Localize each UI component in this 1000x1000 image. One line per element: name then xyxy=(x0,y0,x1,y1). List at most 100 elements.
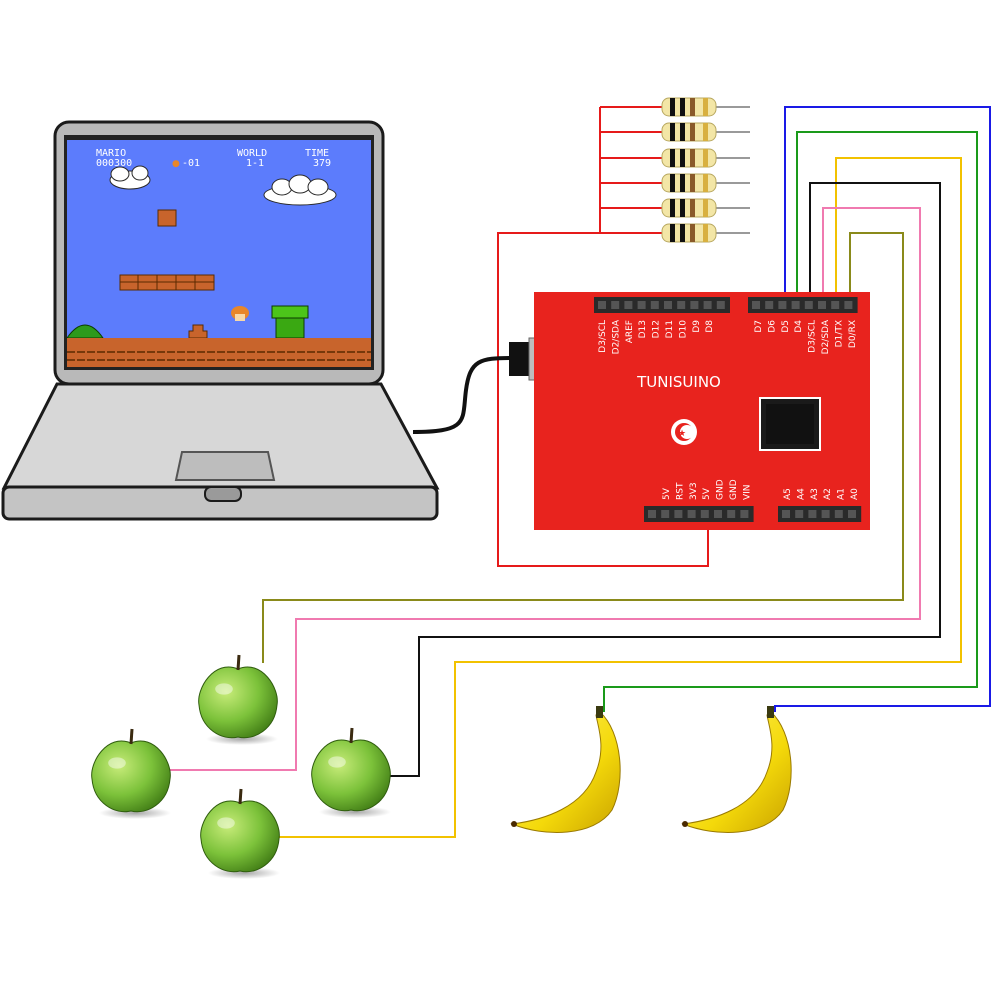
header-pin[interactable] xyxy=(703,301,712,309)
header-pin[interactable] xyxy=(714,510,722,518)
resistor xyxy=(661,122,717,142)
hud-score: 000300 xyxy=(96,158,132,169)
wire-yellow xyxy=(275,157,962,838)
pin-label: D10 xyxy=(678,320,688,339)
cloud-left xyxy=(109,165,151,190)
header-pin[interactable] xyxy=(848,510,856,518)
pin-label: D1/TX xyxy=(834,320,844,347)
header-power xyxy=(644,506,754,522)
header-pin[interactable] xyxy=(611,301,620,309)
hud-world: 1-1 xyxy=(246,158,264,169)
header-analog xyxy=(778,506,862,522)
header-pin[interactable] xyxy=(821,510,830,518)
banana-tip xyxy=(511,821,517,827)
apple-stem xyxy=(129,728,134,745)
pin-label: VIN xyxy=(742,484,752,500)
pin-label: D13 xyxy=(638,320,648,338)
header-pin[interactable] xyxy=(650,301,659,309)
hud-coins: -01 xyxy=(182,158,200,169)
ground-lines xyxy=(67,351,371,361)
laptop-keyboard-deck xyxy=(1,382,440,490)
wire-blue xyxy=(774,106,991,712)
header-pin[interactable] xyxy=(687,510,696,518)
brick-lines xyxy=(120,275,214,290)
header-pin[interactable] xyxy=(716,301,725,309)
resistor-leads xyxy=(715,106,750,234)
pin-label: D0/RX xyxy=(848,320,858,348)
header-pin[interactable] xyxy=(834,510,843,518)
pin-label: AREF xyxy=(625,320,635,343)
header-pin[interactable] xyxy=(818,301,826,309)
header-pin[interactable] xyxy=(782,510,790,518)
header-pin[interactable] xyxy=(791,301,800,309)
wire-green xyxy=(603,131,978,712)
header-pin[interactable] xyxy=(677,301,686,309)
header-pin[interactable] xyxy=(808,510,817,518)
apple-stem xyxy=(349,727,354,744)
header-digital-right xyxy=(748,297,858,313)
header-pin[interactable] xyxy=(661,510,670,518)
header-pin[interactable] xyxy=(740,510,749,518)
header-pin[interactable] xyxy=(648,510,656,518)
apple[interactable] xyxy=(311,727,391,818)
resistor xyxy=(661,148,717,168)
header-pin[interactable] xyxy=(831,301,840,309)
pin-label: D2/SDA xyxy=(611,319,621,354)
header-pin[interactable] xyxy=(624,301,633,309)
pin-label: A2 xyxy=(823,488,833,500)
crescent-star-logo: ★ xyxy=(671,419,697,445)
banana-stem xyxy=(596,706,603,718)
header-pin[interactable] xyxy=(765,301,774,309)
pin-label: D6 xyxy=(767,320,777,333)
pin-label: D12 xyxy=(652,320,662,338)
question-block-top xyxy=(157,209,177,227)
banana[interactable] xyxy=(510,706,621,833)
header-pin[interactable] xyxy=(795,510,804,518)
apple[interactable] xyxy=(91,728,171,819)
board-name: TUNISUINO xyxy=(636,373,721,391)
pin-label: 5V xyxy=(662,487,672,500)
header-pin[interactable] xyxy=(700,510,709,518)
header-pin[interactable] xyxy=(664,301,672,309)
header-pin[interactable] xyxy=(727,510,736,518)
pin-label: A0 xyxy=(850,488,860,500)
banana[interactable] xyxy=(681,706,792,833)
laptop-notch xyxy=(204,486,242,502)
wire-red xyxy=(497,107,709,567)
wire-olive xyxy=(262,232,904,663)
header-pin[interactable] xyxy=(598,301,606,309)
green-hill xyxy=(66,324,104,339)
game-screen: MARIO 000300 ● -01 WORLD 1-1 TIME 379 xyxy=(66,140,371,367)
apple-stem xyxy=(236,654,241,671)
resistor-array xyxy=(661,97,717,243)
wires xyxy=(170,106,991,838)
banana-tip xyxy=(682,821,688,827)
pin-label: A5 xyxy=(783,488,793,500)
pin-label: RST xyxy=(675,482,685,500)
header-pin[interactable] xyxy=(752,301,760,309)
apple-stem xyxy=(238,788,243,805)
microcontroller-chip xyxy=(759,397,821,451)
wire-red-stubs xyxy=(600,106,665,234)
header-pin[interactable] xyxy=(844,301,853,309)
pin-label: D9 xyxy=(692,320,702,333)
header-pin[interactable] xyxy=(637,301,646,309)
hud-time: 379 xyxy=(313,158,331,169)
apple[interactable] xyxy=(200,788,280,879)
header-pin[interactable] xyxy=(674,510,683,518)
laptop-touchpad[interactable] xyxy=(174,451,276,481)
pin-label: A1 xyxy=(837,488,847,500)
header-pin[interactable] xyxy=(778,301,787,309)
header-pin[interactable] xyxy=(804,301,813,309)
bananas xyxy=(510,706,792,833)
hud-player-label: MARIO xyxy=(96,148,126,159)
usb-cord xyxy=(412,356,513,434)
apple[interactable] xyxy=(198,654,278,745)
pin-label: D2/SDA xyxy=(821,319,831,354)
header-pin[interactable] xyxy=(690,301,699,309)
pin-label: D8 xyxy=(705,320,715,333)
